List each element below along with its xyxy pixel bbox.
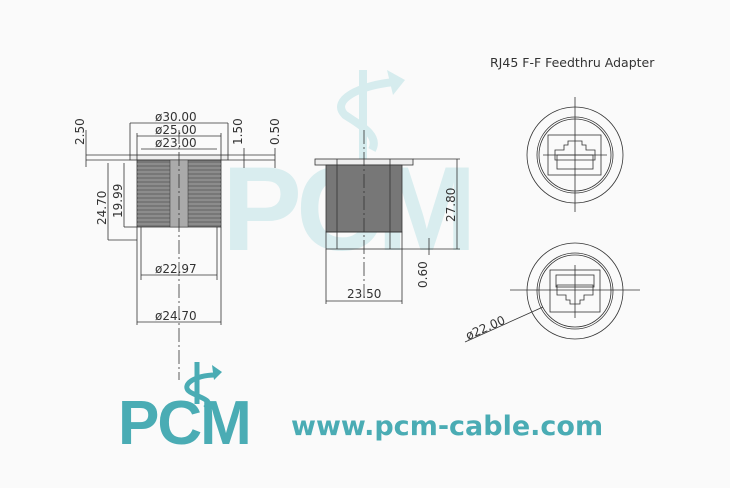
front-view [314,130,460,304]
svg-text:24.70: 24.70 [95,191,109,225]
end-view-bottom [464,242,640,343]
pcm-logo-text: PCM [118,389,252,458]
svg-text:2.50: 2.50 [73,118,87,145]
svg-text:19.99: 19.99 [111,184,125,218]
website-url[interactable]: www.pcm-cable.com [291,411,604,442]
svg-text:ø30.00: ø30.00 [155,110,197,124]
drawing-title: RJ45 F-F Feedthru Adapter [490,55,655,70]
svg-text:0.50: 0.50 [268,118,282,145]
svg-text:ø25.00: ø25.00 [155,123,197,137]
end-view-top [526,97,624,212]
svg-text:23.50: 23.50 [347,287,381,301]
side-view [85,122,276,380]
svg-text:ø23.00: ø23.00 [155,136,197,150]
svg-text:0.60: 0.60 [416,261,430,288]
svg-text:ø22.97: ø22.97 [155,262,197,276]
svg-text:1.50: 1.50 [231,118,245,145]
svg-text:ø24.70: ø24.70 [155,309,197,323]
svg-text:27.80: 27.80 [444,188,458,222]
